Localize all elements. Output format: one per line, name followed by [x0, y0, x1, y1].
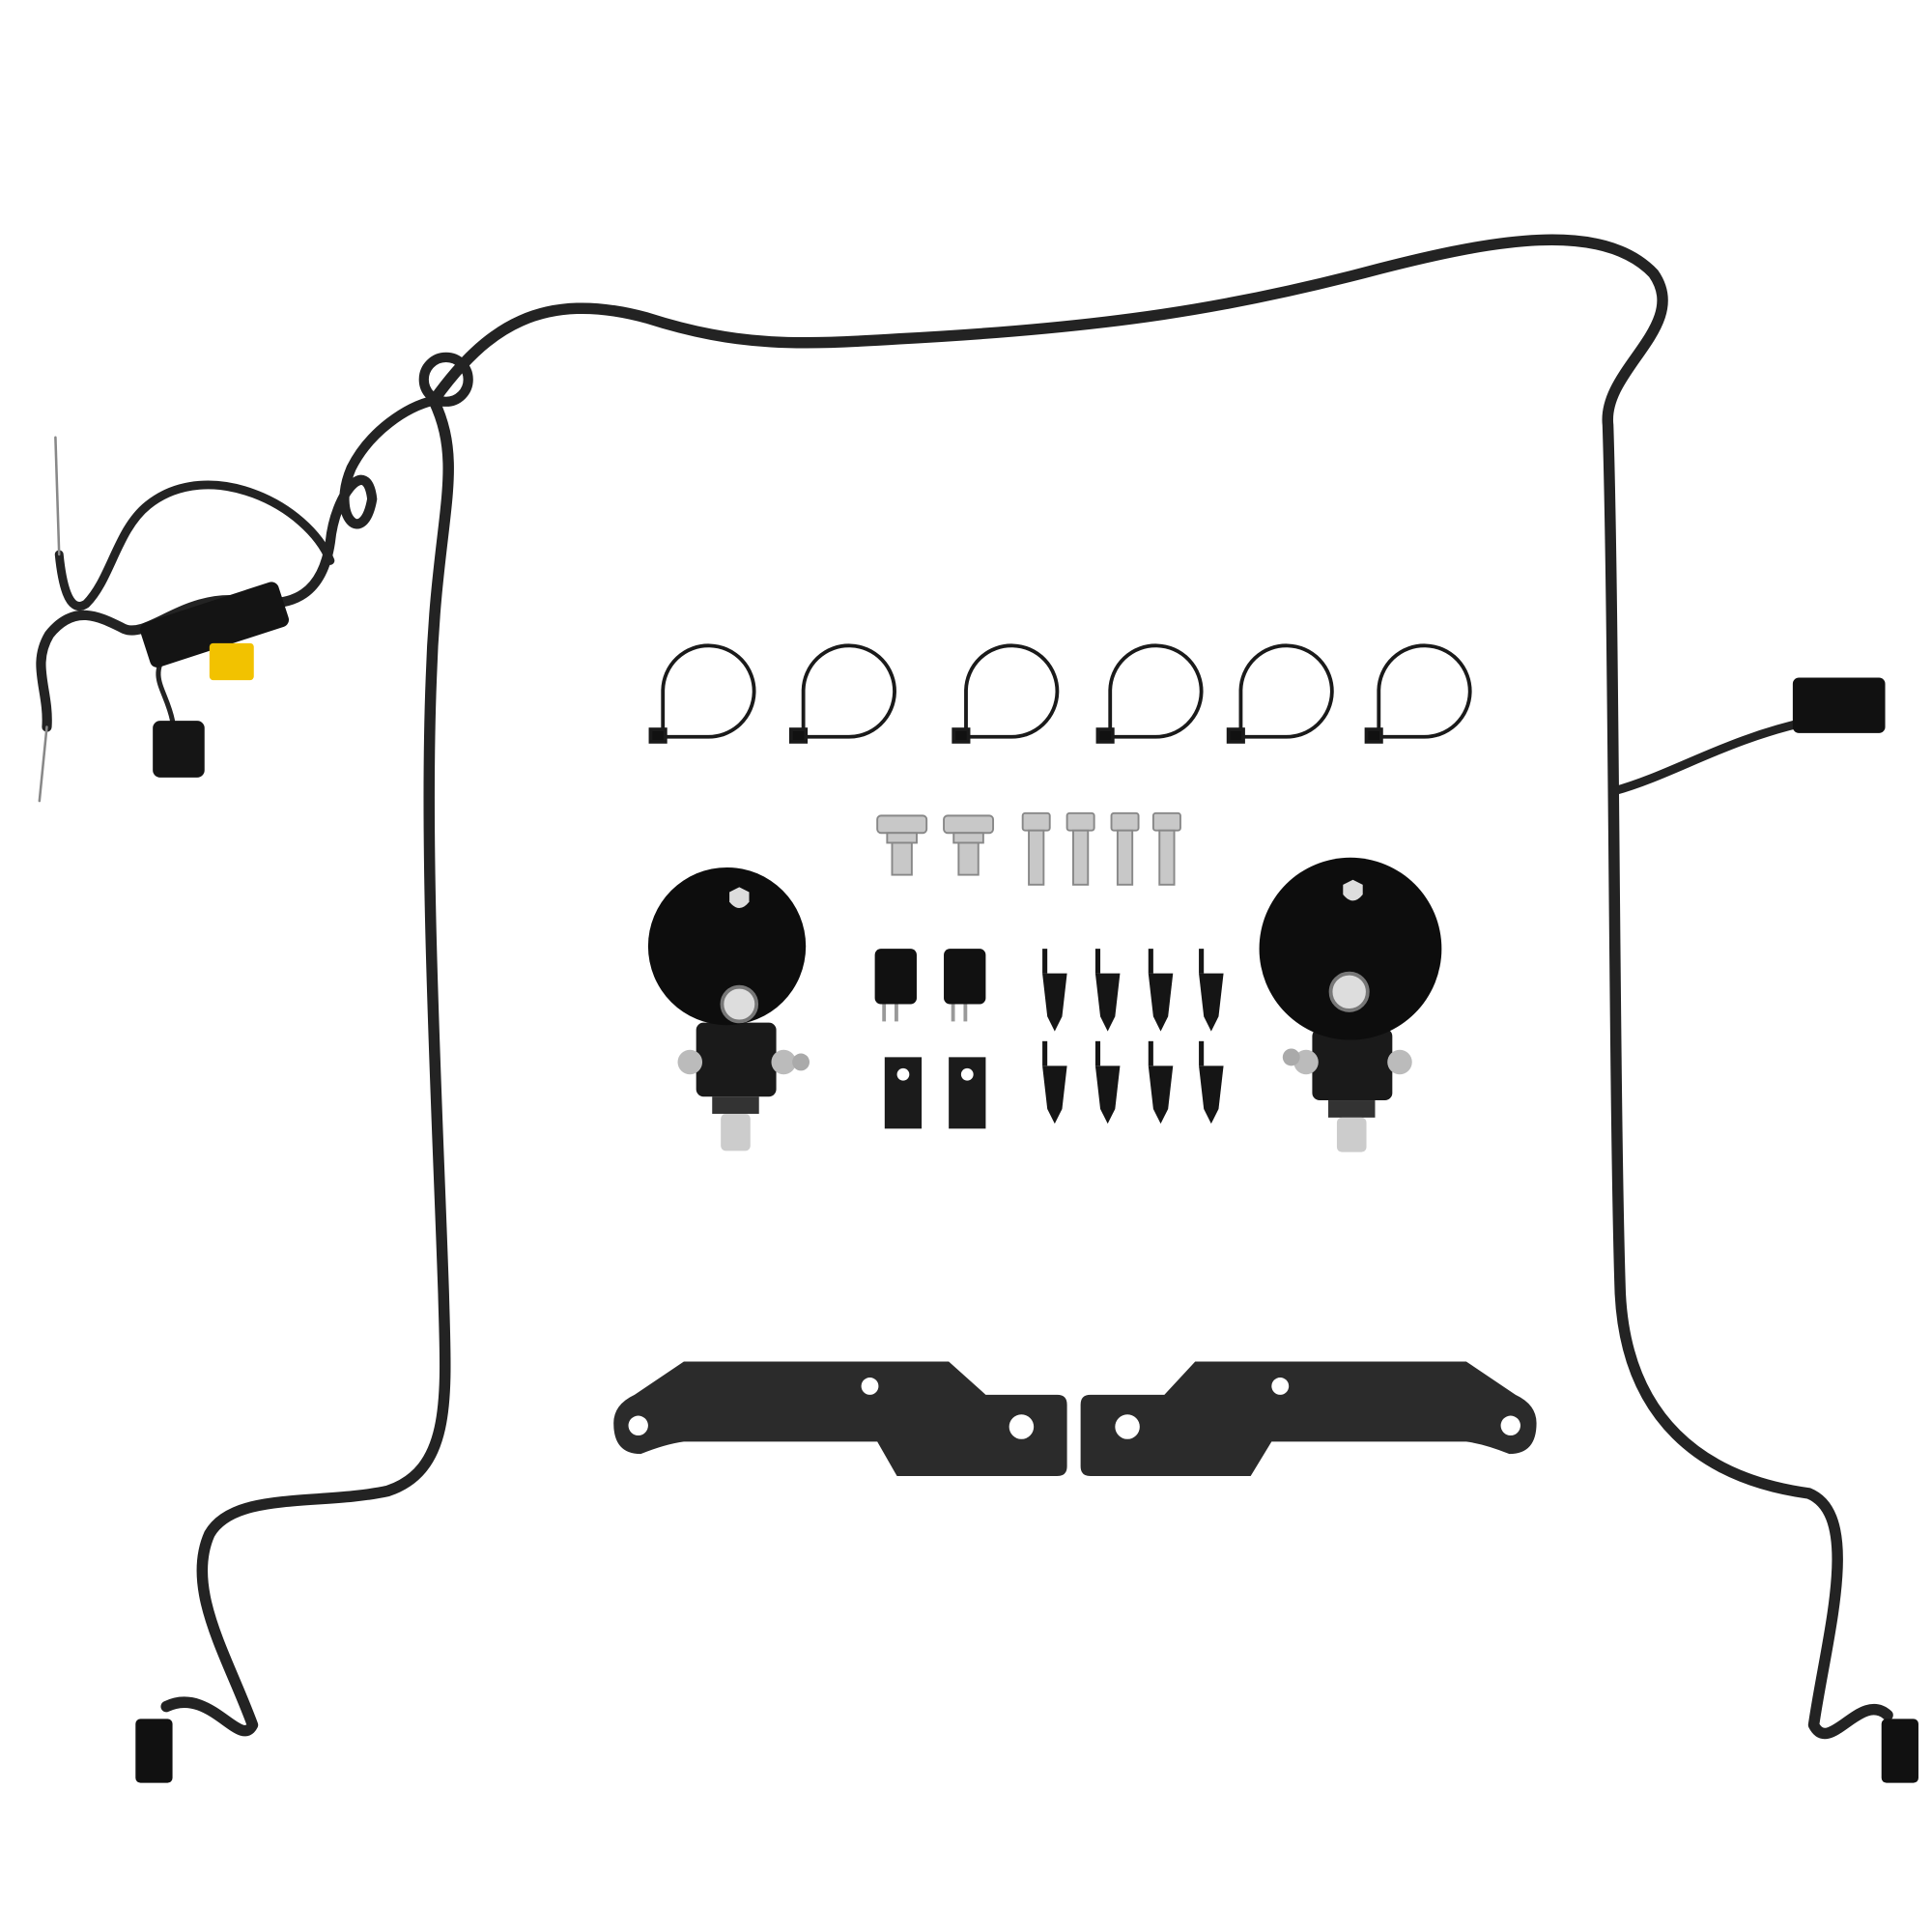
push-pin: [1094, 949, 1121, 1032]
zip-tie: [1226, 643, 1334, 744]
connector-left: [135, 1719, 173, 1783]
flange-bolt: [943, 814, 995, 876]
long-bolt: [1021, 811, 1051, 886]
long-bolt: [1110, 811, 1140, 886]
long-bolt: [1151, 811, 1181, 886]
push-pin: [1094, 1040, 1121, 1124]
push-pin: [1199, 949, 1224, 1032]
push-pin: [1042, 949, 1067, 1032]
harness-left-loop: [36, 395, 440, 732]
flange-bolt: [876, 814, 928, 876]
clip: [949, 1057, 986, 1129]
harness-connectors: [135, 677, 1918, 1783]
zip-tie: [648, 643, 756, 744]
push-pin: [1148, 1040, 1174, 1124]
bracket-left: [613, 1361, 1067, 1477]
light-left: [647, 867, 810, 1151]
mount-brackets: [613, 1361, 1537, 1477]
fuse-cap: [153, 721, 205, 778]
connector: [944, 949, 986, 1022]
harness-thin-lead-1: [54, 436, 61, 556]
connector: [874, 949, 917, 1022]
wiring-harness: [36, 234, 1893, 1739]
harness-thin-lead-2: [38, 725, 48, 803]
connector-right: [1881, 1719, 1918, 1783]
zip-tie: [1095, 643, 1204, 744]
logo-shield-icon: [729, 887, 750, 909]
fuse-holder-body: [139, 582, 290, 668]
long-bolt: [1065, 811, 1095, 886]
zip-tie: [788, 643, 896, 744]
bracket-right: [1080, 1361, 1537, 1477]
small-connectors: [874, 949, 986, 1129]
bolts: [876, 811, 1181, 886]
zip-tie: [1364, 643, 1472, 744]
light-right: [1259, 857, 1442, 1152]
clip: [884, 1057, 923, 1129]
push-pins: [1042, 949, 1224, 1124]
connector-switch: [1792, 677, 1886, 733]
push-pin: [1148, 949, 1174, 1032]
fuse-holder: [139, 582, 290, 778]
zip-ties: [648, 643, 1472, 744]
logo-shield-icon: [1343, 879, 1363, 901]
zip-tie: [952, 643, 1060, 744]
harness-main-wire: [160, 234, 1893, 1739]
push-pin: [1199, 1040, 1224, 1124]
push-pin: [1042, 1040, 1067, 1124]
harness-grommet: [418, 352, 473, 407]
fuse-icon: [209, 642, 254, 681]
harness-upper-wire: [54, 480, 335, 611]
